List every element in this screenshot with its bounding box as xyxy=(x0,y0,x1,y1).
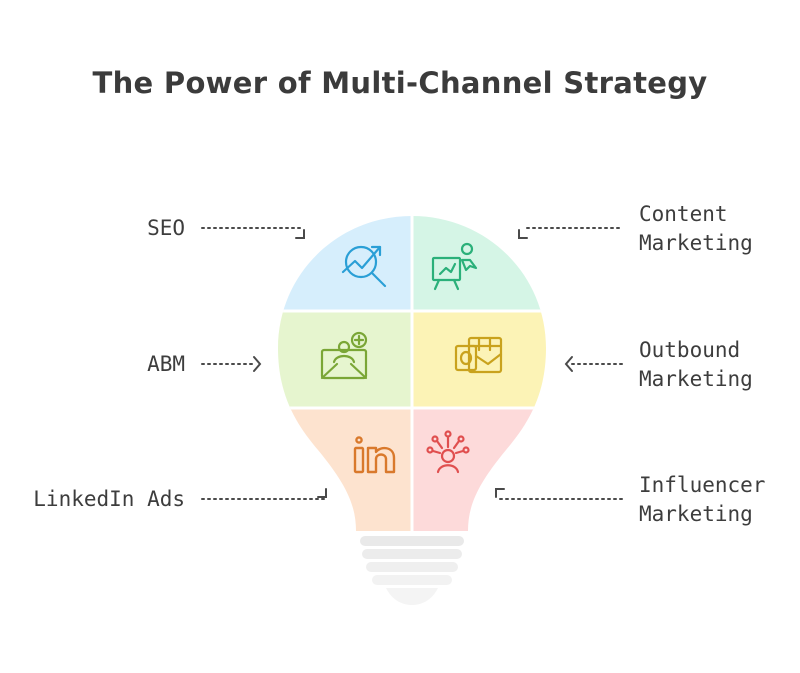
bulb-base xyxy=(360,536,464,605)
connectors xyxy=(201,227,623,500)
label-outbound-line2: Marketing xyxy=(639,367,753,391)
label-influencer-marketing: Influencer Marketing xyxy=(639,471,789,529)
diagram-title: The Power of Multi-Channel Strategy xyxy=(92,66,708,100)
bulb-segments xyxy=(278,216,546,531)
envelope-add-contact-icon xyxy=(320,331,368,380)
linkedin-icon xyxy=(353,436,396,474)
label-influencer-line1: Influencer xyxy=(639,473,766,497)
segment-outbound-marketing xyxy=(412,311,546,408)
label-linkedin-ads: LinkedIn Ads xyxy=(10,485,185,514)
segment-seo xyxy=(278,216,412,311)
label-abm-text: ABM xyxy=(147,352,185,376)
label-seo-text: SEO xyxy=(147,216,185,240)
label-abm: ABM xyxy=(60,350,185,379)
label-outbound-line1: Outbound xyxy=(639,338,741,362)
label-linkedin-text: LinkedIn Ads xyxy=(33,487,185,511)
outlook-mail-icon xyxy=(454,336,503,374)
label-outbound-marketing: Outbound Marketing xyxy=(639,336,789,394)
label-content-line1: Content xyxy=(639,202,728,226)
segment-influencer-marketing xyxy=(412,408,546,531)
label-content-marketing: Content Marketing xyxy=(639,200,789,258)
label-seo: SEO xyxy=(60,214,185,243)
presentation-easel-icon xyxy=(431,242,478,291)
segment-abm xyxy=(278,311,412,408)
label-influencer-line2: Marketing xyxy=(639,502,753,526)
segment-linkedin-ads xyxy=(278,408,412,531)
analytics-magnifier-icon xyxy=(341,245,387,288)
influencer-network-icon xyxy=(426,430,470,474)
label-content-line2: Marketing xyxy=(639,231,753,255)
